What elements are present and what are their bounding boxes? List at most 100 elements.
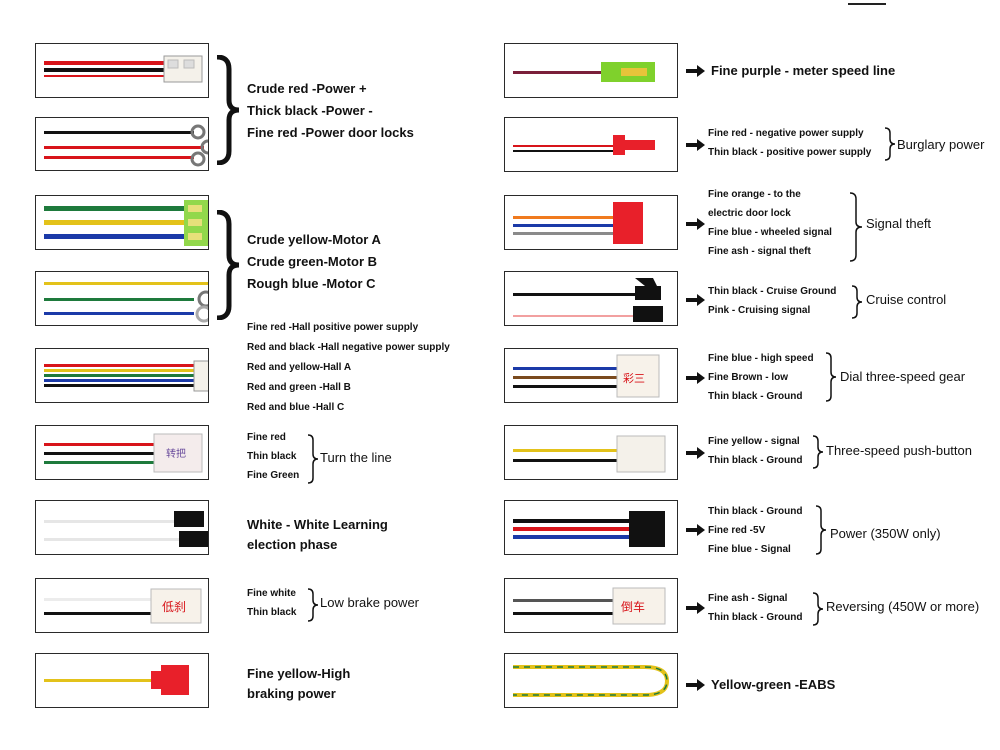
reversing-title: Reversing (450W or more) — [826, 599, 980, 614]
label-fine-white: Fine white — [247, 588, 296, 599]
label-crude-red: Crude red -Power + — [247, 81, 367, 96]
push-items: Fine yellow - signal Thin black - Ground — [708, 432, 802, 470]
signal-theft-items: Fine orange - to the electric door lock … — [708, 185, 832, 261]
arrow-power-350w — [686, 524, 705, 536]
connector-marking: 彩三 — [623, 372, 645, 385]
label-fine-ash-theft: Fine ash - signal theft — [708, 246, 811, 257]
power-350w-title: Power (350W only) — [830, 526, 941, 541]
black-connector-top — [174, 511, 204, 527]
cruise-items: Thin black - Cruise Ground Pink - Cruisi… — [708, 282, 836, 320]
red-connector — [623, 140, 655, 150]
wire-photo-learning-connector — [35, 500, 209, 555]
wire-drawing — [513, 435, 666, 473]
label-crude-yellow: Crude yellow-Motor A — [247, 232, 381, 247]
label-electric-door-lock: electric door lock — [708, 208, 791, 219]
black-connector-bottom — [179, 531, 208, 547]
arrow-cruise — [686, 294, 705, 306]
arrow-signal-theft — [686, 218, 705, 230]
wire-photo-turn-handle: 转把 — [35, 425, 209, 480]
wire-photo-high-brake — [35, 653, 209, 708]
brace-turn-group — [307, 434, 319, 484]
label-thin-black-ground: Thin black - Ground — [708, 506, 803, 517]
wire-photo-low-brake: 低刹 — [35, 578, 209, 633]
red-connector — [613, 202, 643, 244]
wire-drawing: 转把 — [44, 433, 203, 473]
label-election-phase: election phase — [247, 537, 338, 552]
wire-drawing — [513, 135, 655, 155]
label-thin-black-positive: Thin black - positive power supply — [708, 147, 872, 158]
label-thin-black-ground: Thin black - Ground — [708, 391, 803, 402]
wire-black — [44, 68, 164, 72]
wire-photo-reversing: 倒车 — [504, 578, 678, 633]
wire-drawing — [513, 278, 663, 322]
wire-red-thin — [44, 75, 164, 77]
dial-items: Fine blue - high speed Fine Brown - low … — [708, 349, 814, 406]
eabs-label: Yellow-green -EABS — [711, 677, 836, 692]
wire-photo-hall-connector — [35, 348, 209, 403]
reversing-items: Fine ash - Signal Thin black - Ground — [708, 589, 802, 627]
connector-marking: 转把 — [166, 447, 186, 460]
wire-photo-motor-connectors — [35, 195, 209, 250]
hall-group-labels: Fine red -Hall positive power supply Red… — [247, 318, 450, 418]
brace-low-brake — [307, 588, 319, 622]
brace-power-group — [216, 55, 240, 165]
arrow-push — [686, 447, 705, 459]
black-connector-top — [635, 286, 661, 300]
brace-cruise — [851, 285, 863, 319]
red-connector — [161, 665, 189, 695]
wire-photo-cruise-control — [504, 271, 678, 326]
white-connector — [616, 435, 666, 473]
label-fine-red: Fine red — [247, 432, 286, 443]
label-fine-blue-wheeled: Fine blue - wheeled signal — [708, 227, 832, 238]
label-fine-red: Fine red -Power door locks — [247, 125, 414, 140]
label-thin-black-cruise: Thin black - Cruise Ground — [708, 286, 837, 297]
wire-photo-ring-terminals — [35, 117, 209, 171]
learning-label: White - White Learning election phase — [247, 515, 388, 555]
white-connector — [150, 588, 202, 624]
meter-label: Fine purple - meter speed line — [711, 63, 896, 78]
label-fine-orange: Fine orange - to the — [708, 189, 801, 200]
high-brake-label: Fine yellow-High braking power — [247, 664, 350, 704]
low-brake-items: Fine white Thin black — [247, 584, 296, 622]
label-fine-yellow-signal: Fine yellow - signal — [708, 436, 800, 447]
arrow-eabs — [686, 679, 705, 691]
label-rough-blue: Rough blue -Motor C — [247, 276, 376, 291]
brace-motor-group — [216, 210, 240, 320]
brace-power-350w — [815, 505, 827, 555]
label-thin-black-ground: Thin black - Ground — [708, 612, 803, 623]
wire-drawing: 低刹 — [44, 588, 202, 624]
wire-drawing — [513, 511, 665, 547]
label-crude-green: Crude green-Motor B — [247, 254, 377, 269]
wire-photo-eabs — [504, 653, 678, 708]
label-fine-ash-signal: Fine ash - Signal — [708, 593, 788, 604]
black-connector — [629, 511, 665, 547]
top-edge-mark — [848, 0, 886, 5]
label-hall-a: Red and yellow-Hall A — [247, 362, 352, 373]
dial-title: Dial three-speed gear — [840, 369, 966, 384]
wire-photo-motor-ring-terminals — [35, 271, 209, 326]
arrow-meter — [686, 65, 705, 77]
label-braking-power: braking power — [247, 686, 336, 701]
wire-drawing — [513, 665, 670, 697]
wire-red — [44, 61, 164, 65]
push-title: Three-speed push-button — [826, 443, 972, 458]
wire-drawing — [44, 200, 208, 246]
wire-photo-push-button — [504, 425, 678, 480]
wire-drawing — [44, 665, 189, 695]
connector-marking: 低刹 — [162, 600, 186, 614]
ring-terminal — [190, 124, 206, 140]
wire-drawing — [44, 511, 208, 547]
label-fine-blue-signal: Fine blue - Signal — [708, 544, 791, 555]
wire-photo-power-350w — [504, 500, 678, 555]
label-fine-red-negative: Fine red - negative power supply — [708, 128, 864, 139]
label-hall-c: Red and blue -Hall C — [247, 402, 345, 413]
cruise-title: Cruise control — [866, 292, 947, 307]
brace-burglary — [884, 127, 896, 161]
label-fine-brown-low: Fine Brown - low — [708, 372, 788, 383]
power-350w-items: Thin black - Ground Fine red -5V Fine bl… — [708, 502, 802, 559]
brace-push — [812, 435, 824, 469]
wire-photo-signal-theft — [504, 195, 678, 250]
brace-signal-theft — [849, 192, 863, 262]
label-white-learning: White - White Learning — [247, 517, 388, 532]
wire-photo-power-connector — [35, 43, 209, 98]
